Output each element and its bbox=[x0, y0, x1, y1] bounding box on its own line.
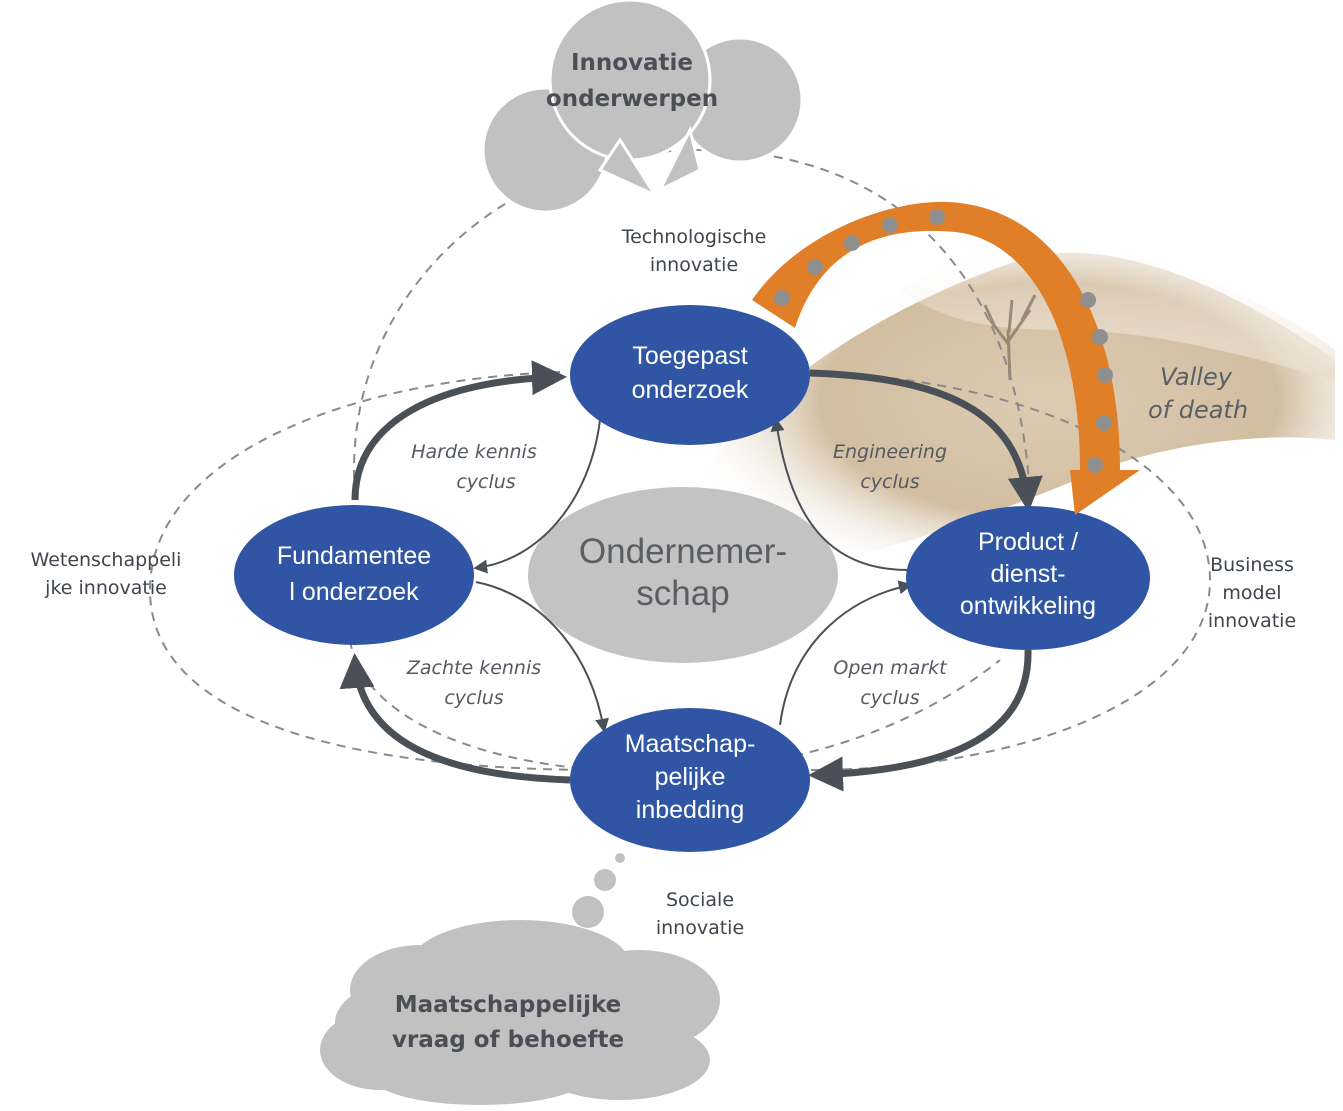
technology-ellipse bbox=[353, 148, 1031, 501]
center-text-1: Ondernemer- bbox=[579, 532, 787, 571]
desert-background bbox=[700, 245, 1335, 580]
cloud-text-2: vraag of behoefte bbox=[392, 1027, 624, 1053]
valley-text-1: Valley bbox=[1160, 363, 1233, 391]
center-entrepreneurship bbox=[528, 487, 838, 663]
sociale-label-1: Sociale bbox=[666, 889, 734, 911]
open-markt-cycle-label-2: cyclus bbox=[860, 687, 919, 709]
cloud-text-1: Maatschappelijke bbox=[395, 992, 622, 1018]
societal-demand-cloud bbox=[320, 853, 720, 1105]
sociale-label-2: innovatie bbox=[656, 917, 744, 939]
science-ellipse bbox=[148, 371, 601, 771]
node-maatschappelijk-text-1: Maatschap- bbox=[625, 730, 756, 758]
node-product-text-3: ontwikkeling bbox=[960, 592, 1096, 620]
node-fundamenteel-onderzoek bbox=[234, 505, 474, 645]
node-toegepast-text-2: onderzoek bbox=[632, 376, 749, 404]
node-maatschappelijke-inbedding bbox=[570, 708, 810, 852]
node-fundamenteel-text-1: Fundamentee bbox=[277, 542, 431, 570]
business-label-1: Business bbox=[1210, 554, 1294, 576]
outer-cycle-arrows bbox=[339, 360, 1043, 792]
node-maatschappelijk-text-2: pelijke bbox=[655, 763, 726, 791]
business-label-2: model bbox=[1222, 582, 1281, 604]
wetenschappelijke-label-1: Wetenschappeli bbox=[31, 549, 182, 571]
business-ellipse bbox=[809, 371, 1212, 771]
node-maatschappelijk-text-3: inbedding bbox=[636, 796, 744, 824]
node-toegepast-onderzoek bbox=[570, 305, 810, 445]
node-product-ontwikkeling bbox=[906, 506, 1150, 650]
business-label-3: innovatie bbox=[1208, 610, 1296, 632]
wetenschappelijke-label-2: jke innovatie bbox=[44, 577, 167, 599]
harde-cycle-label-2: cyclus bbox=[456, 471, 515, 493]
valley-of-death-arrow bbox=[752, 201, 1140, 515]
engineering-cycle-label-1: Engineering bbox=[833, 441, 947, 463]
innovation-topics-bubble bbox=[481, 0, 804, 214]
node-toegepast-text-1: Toegepast bbox=[632, 342, 747, 370]
valley-text-2: of death bbox=[1148, 396, 1248, 424]
engineering-cycle-label-2: cyclus bbox=[860, 471, 919, 493]
open-markt-cycle-label-1: Open markt bbox=[833, 657, 948, 679]
bubble-text-1: Innovatie bbox=[571, 50, 693, 76]
inner-cycle-arrows bbox=[473, 417, 913, 733]
technologische-label-1: Technologische bbox=[621, 226, 767, 248]
zachte-cycle-label-2: cyclus bbox=[444, 687, 503, 709]
center-text-2: schap bbox=[636, 574, 729, 613]
harde-cycle-label-1: Harde kennis bbox=[411, 441, 537, 463]
node-fundamenteel-text-2: l onderzoek bbox=[289, 578, 419, 606]
node-product-text-2: dienst- bbox=[990, 560, 1065, 588]
zachte-cycle-label-1: Zachte kennis bbox=[406, 657, 541, 679]
technologische-label-2: innovatie bbox=[650, 254, 738, 276]
node-product-text-1: Product / bbox=[978, 528, 1078, 556]
bubble-text-2: onderwerpen bbox=[546, 86, 718, 112]
